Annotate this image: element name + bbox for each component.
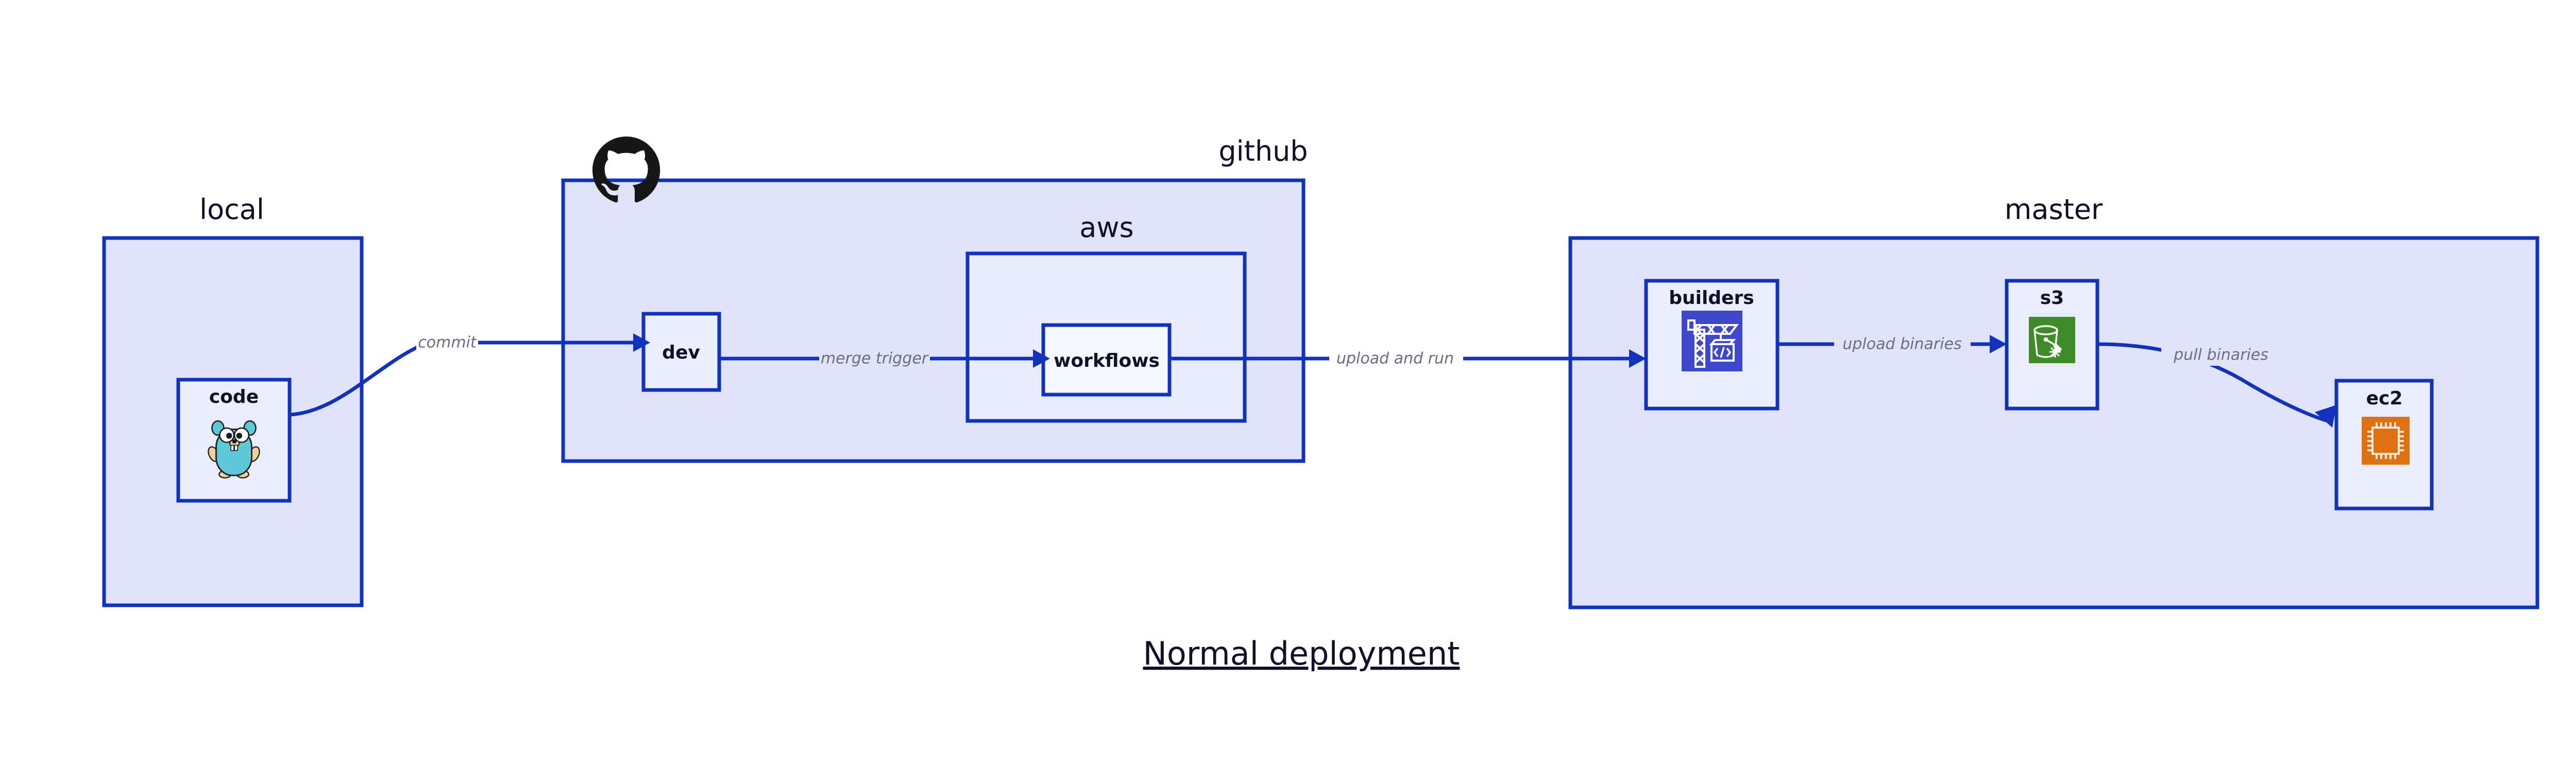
node-code[interactable]: code bbox=[176, 378, 292, 503]
group-local-label: local bbox=[199, 193, 264, 226]
node-s3[interactable]: s3 bbox=[2005, 279, 2099, 411]
edge-merge-trigger-label: merge trigger bbox=[821, 350, 929, 368]
node-workflows-label: workflows bbox=[1054, 350, 1160, 371]
node-ec2-label: ec2 bbox=[2366, 388, 2403, 409]
edge-upload-binaries-label: upload binaries bbox=[1842, 335, 1961, 353]
edge-pull-binaries-label-bg bbox=[2161, 344, 2281, 366]
edge-upload-and-run: upload and run bbox=[1170, 348, 1646, 369]
node-dev-rect[interactable] bbox=[641, 312, 721, 392]
node-s3-label: s3 bbox=[2040, 287, 2064, 309]
node-workflows[interactable]: workflows bbox=[1041, 323, 1172, 397]
edge-merge-trigger-arrowhead bbox=[1033, 349, 1050, 368]
node-dev[interactable]: dev bbox=[641, 312, 721, 392]
go-gopher-icon bbox=[208, 420, 260, 479]
group-aws-label: master bbox=[2005, 193, 2103, 226]
edge-upload-and-run-label: upload and run bbox=[1336, 350, 1454, 368]
edge-upload-and-run-label-bg bbox=[1329, 348, 1463, 369]
aws-s3-bucket-icon bbox=[2029, 317, 2075, 363]
edge-commit-label: commit bbox=[418, 334, 477, 352]
edge-upload-binaries-label-bg bbox=[1834, 334, 1971, 354]
node-builders-label: builders bbox=[1669, 287, 1754, 309]
node-dev-label: dev bbox=[662, 342, 700, 363]
group-master-label: aws bbox=[1079, 211, 1133, 244]
edge-pull-binaries-label: pull binaries bbox=[2173, 346, 2268, 364]
edge-upload-binaries: upload binaries bbox=[1777, 334, 2007, 354]
edge-pull-binaries-arrowhead bbox=[2315, 405, 2336, 428]
edge-merge-trigger: merge trigger bbox=[719, 348, 1050, 369]
edge-merge-trigger-label-bg bbox=[819, 348, 930, 369]
node-code-label: code bbox=[209, 386, 259, 408]
group-github-label: github bbox=[1218, 135, 1308, 167]
edge-commit-arrowhead bbox=[633, 333, 650, 352]
edge-commit-label-bg bbox=[416, 332, 478, 353]
edge-upload-and-run-arrowhead bbox=[1629, 349, 1646, 368]
aws-ec2-chip-icon bbox=[2362, 417, 2410, 465]
edge-pull-binaries: pull binaries bbox=[2097, 342, 2336, 428]
node-builders[interactable]: builders bbox=[1644, 279, 1780, 411]
edge-upload-binaries-arrowhead bbox=[1990, 335, 2007, 353]
node-ec2[interactable]: ec2 bbox=[2334, 379, 2434, 511]
aws-codebuild-icon bbox=[1682, 311, 1742, 371]
github-octocat-icon bbox=[592, 137, 660, 202]
diagram-title: Normal deployment bbox=[1143, 635, 1460, 672]
edge-commit: commit bbox=[289, 332, 650, 417]
